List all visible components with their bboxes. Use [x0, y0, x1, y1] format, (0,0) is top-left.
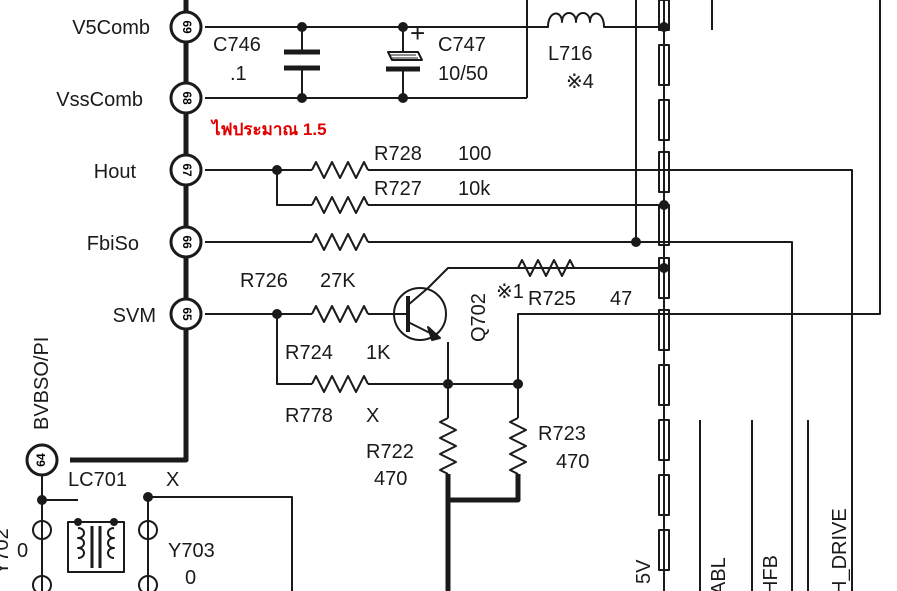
- pin-name-hout: Hout: [94, 161, 137, 183]
- net-label-hdrive: H_DRIVE: [829, 508, 851, 591]
- q702-collector: [407, 267, 664, 306]
- r725-resistor: [517, 259, 575, 277]
- c747-ref: C747: [438, 34, 486, 56]
- y702-ref: Y702: [0, 528, 13, 575]
- junction-dots: [37, 22, 669, 526]
- r725-value: 47: [610, 288, 632, 310]
- y703-terminal: [138, 520, 158, 540]
- r728-value: 100: [458, 143, 491, 165]
- pin-65: 65: [169, 297, 203, 331]
- c747-plate-top: [387, 51, 423, 61]
- r778-resistor: [311, 375, 369, 393]
- svg-text:64: 64: [34, 453, 48, 467]
- r722-resistor: [439, 417, 457, 475]
- r723-ref: R723: [538, 423, 586, 445]
- c746-value: .1: [230, 63, 247, 85]
- ic-pins: 69 68 67 66 65 64: [25, 10, 203, 477]
- lc701-ref: LC701: [68, 469, 127, 491]
- lc701-filter: [67, 521, 125, 573]
- r727-value: 10k: [458, 178, 491, 200]
- r726-ref: R726: [240, 270, 288, 292]
- r728-ref: R728: [374, 143, 422, 165]
- pin-68: 68: [169, 81, 203, 115]
- l716-ref: L716: [548, 43, 593, 65]
- net-label-5v: 5V: [633, 559, 655, 584]
- l716-inductor: [545, 12, 664, 28]
- ground-bus: [445, 474, 521, 503]
- q702-value: ※1: [496, 281, 524, 303]
- r722-ref: R722: [366, 441, 414, 463]
- net-label-abl: ABL: [708, 557, 730, 591]
- pin-name-svm: SVM: [113, 305, 156, 327]
- wire-hdrive: [368, 169, 853, 591]
- r-fbiso-resistor: [311, 233, 369, 251]
- q702-ref: Q702: [468, 293, 490, 342]
- pin-64: 64: [25, 443, 59, 477]
- connector-blocks: [658, 0, 670, 571]
- pin-67: 67: [169, 153, 203, 187]
- r778-ref: R778: [285, 405, 333, 427]
- ic-pin-bus-bottom: [70, 457, 189, 463]
- pin-name-vsscomb: VssComb: [56, 89, 143, 111]
- r727-resistor: [311, 196, 369, 214]
- r726-value: 27K: [320, 270, 356, 292]
- l716-value: ※4: [566, 71, 594, 93]
- y702-value: 0: [17, 540, 28, 562]
- y702-terminal: [32, 520, 52, 540]
- r725-ref: R725: [528, 288, 576, 310]
- y703-value: 0: [185, 567, 196, 589]
- pin-name-bvbso: BVBSO/PI: [31, 337, 53, 430]
- wire-q702-return: [517, 0, 881, 384]
- pin-66: 66: [169, 225, 203, 259]
- svg-text:69: 69: [180, 20, 194, 34]
- r722-value: 470: [374, 468, 407, 490]
- svg-text:68: 68: [180, 91, 194, 105]
- r778-value: X: [366, 405, 379, 427]
- r724-ref: R724: [285, 342, 333, 364]
- voltage-annotation: ไฟประมาณ 1.5: [210, 119, 327, 139]
- q702-transistor: [393, 287, 447, 341]
- r723-value: 470: [556, 451, 589, 473]
- svg-text:67: 67: [180, 163, 194, 177]
- r728-resistor: [311, 161, 369, 179]
- pin-name-v5comb: V5Comb: [72, 17, 150, 39]
- pin-name-fbiso: FbiSo: [87, 233, 139, 255]
- r726-resistor: [311, 305, 369, 323]
- pin-69: 69: [169, 10, 203, 44]
- y703-ref: Y703: [168, 540, 215, 562]
- c746-ref: C746: [213, 34, 261, 56]
- r723-resistor: [509, 417, 527, 475]
- lc701-value: X: [166, 469, 179, 491]
- r727-ref: R727: [374, 178, 422, 200]
- r724-value: 1K: [366, 342, 391, 364]
- c747-value: 10/50: [438, 63, 488, 85]
- net-label-hfb: HFB: [760, 555, 782, 591]
- svg-text:65: 65: [180, 307, 194, 321]
- c747-plus-sign: +: [410, 18, 425, 48]
- wire-hfb: [368, 241, 793, 591]
- svg-text:66: 66: [180, 235, 194, 249]
